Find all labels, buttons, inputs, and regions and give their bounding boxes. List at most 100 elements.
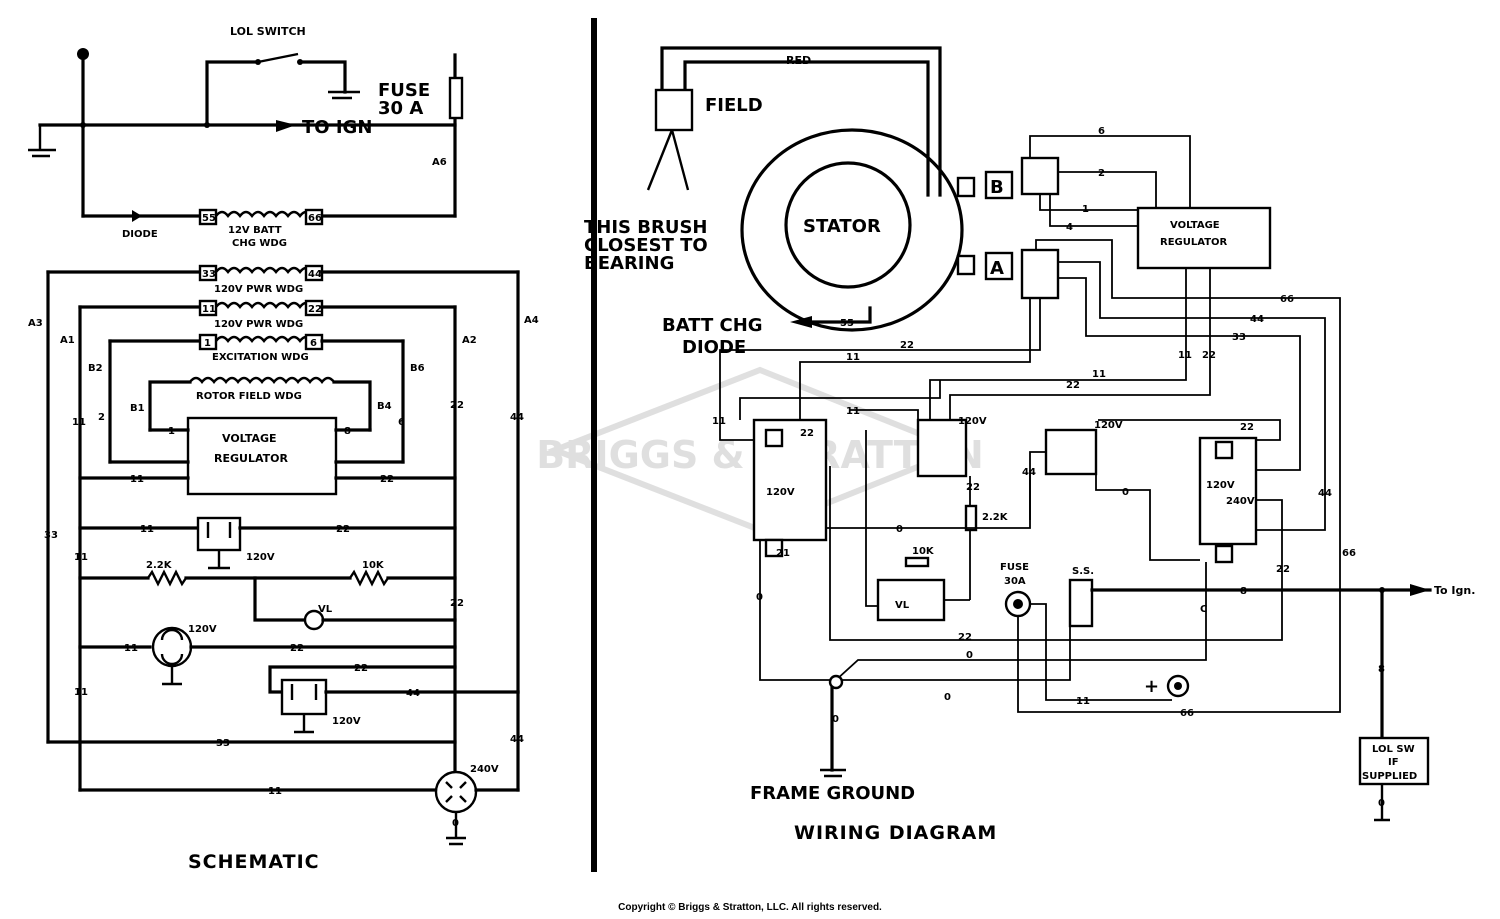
vr-label2: REGULATOR xyxy=(214,452,288,465)
ground-symbol xyxy=(446,812,466,846)
receptacle-240v xyxy=(434,770,478,814)
arrow-icon xyxy=(276,120,296,132)
wire-num: 1 xyxy=(168,426,175,437)
pin-22: 22 xyxy=(308,304,322,315)
batt-chg-wdg-label2: CHG WDG xyxy=(232,238,287,249)
fuse-rating: 30A xyxy=(1004,576,1026,587)
diode-symbol xyxy=(790,316,812,328)
wire-num: 6 xyxy=(398,417,405,428)
fuse-label: FUSE xyxy=(378,80,430,101)
voltage-label: 120V xyxy=(1206,480,1235,491)
wire-num: 11 xyxy=(712,416,726,427)
pwr-wdg-1-label: 120V PWR WDG xyxy=(214,284,303,295)
wire-num: 44 xyxy=(1250,314,1264,325)
voltage-label: 240V xyxy=(470,764,499,775)
vr-label1: VOLTAGE xyxy=(1170,220,1220,231)
rotor-field-label: ROTOR FIELD WDG xyxy=(196,391,302,402)
lol-label-1: LOL SW xyxy=(1372,744,1415,755)
twistlock-120v xyxy=(151,626,193,668)
ground-symbol xyxy=(28,125,56,158)
wire-num: 22 xyxy=(290,643,304,654)
brush-label-3: BEARING xyxy=(584,253,674,274)
plug-a-label: A xyxy=(990,258,1004,279)
resistor-label: 2.2K xyxy=(146,560,173,571)
fuse-rating: 30 A xyxy=(378,98,423,119)
wire-num: C xyxy=(1200,604,1207,615)
ground-symbol xyxy=(208,550,230,570)
plug-b xyxy=(984,170,1014,200)
pin-33: 33 xyxy=(202,269,216,280)
arrow-icon xyxy=(1410,584,1430,596)
wire-num: 22 xyxy=(1202,350,1216,361)
lol-label-2: IF xyxy=(1388,757,1399,768)
fuse-label: FUSE xyxy=(1000,562,1029,573)
receptacle-120v-2 xyxy=(280,678,328,716)
wire-num: 44 xyxy=(510,734,524,745)
wire-num: 8 xyxy=(1378,664,1385,675)
lol-switch-label: LOL SWITCH xyxy=(230,25,306,38)
to-ign-label: TO IGN xyxy=(302,117,372,138)
wire-num: 22 xyxy=(354,663,368,674)
wire-num: 0 xyxy=(1378,798,1385,809)
wiring-title: WIRING DIAGRAM xyxy=(794,822,997,844)
batt-chg-label-2: DIODE xyxy=(682,337,746,358)
wire-num: 11 xyxy=(1076,696,1090,707)
wire-num: 2 xyxy=(1098,168,1105,179)
stop-switch xyxy=(1068,578,1094,628)
lol-label-3: SUPPLIED xyxy=(1362,771,1417,782)
wire-num: 22 xyxy=(800,428,814,439)
plug-b-label: B xyxy=(990,177,1004,198)
receptacle-120v xyxy=(196,516,242,552)
frame-ground-label: FRAME GROUND xyxy=(750,783,915,804)
diode-label: DIODE xyxy=(122,229,158,240)
wire-num: 0 xyxy=(832,714,839,725)
fuse-symbol xyxy=(448,76,464,120)
wire-num: 22 xyxy=(900,340,914,351)
wire-num: 11 xyxy=(846,352,860,363)
wire-num: 11 xyxy=(74,552,88,563)
resistor-label: 10K xyxy=(362,560,385,571)
vr-label2: REGULATOR xyxy=(1160,237,1228,248)
pin-44: 44 xyxy=(308,269,322,280)
wire-num: 0 xyxy=(1122,487,1129,498)
vl-label: VL xyxy=(318,604,333,615)
wire-num: 66 xyxy=(1342,548,1356,559)
wire-num: 22 xyxy=(1240,422,1254,433)
wiring-voltage-regulator xyxy=(1136,206,1272,270)
wire-num: 11 xyxy=(140,524,154,535)
coil-pwr-wdg-2 xyxy=(215,301,313,309)
batt-chg-wdg-label1: 12V BATT xyxy=(228,225,282,236)
voltage-label: 120V xyxy=(1094,420,1123,431)
wire-num: 8 xyxy=(344,426,351,437)
tag-b6: B6 xyxy=(410,363,425,374)
wire-num: 11 xyxy=(72,417,86,428)
schematic-voltage-regulator xyxy=(186,416,338,496)
wire-num: 22 xyxy=(958,632,972,643)
batt-chg-label-1: BATT CHG xyxy=(662,315,763,336)
stator-inner xyxy=(784,161,912,289)
tag-a2: A2 xyxy=(462,335,477,346)
pin-11: 11 xyxy=(202,304,216,315)
ground-symbol xyxy=(328,90,360,100)
voltage-label: 120V xyxy=(766,487,795,498)
voltage-label: 240V xyxy=(1226,496,1255,507)
wire-num: 0 xyxy=(966,650,973,661)
wire-num: 22 xyxy=(380,474,394,485)
tag-a3: A3 xyxy=(28,318,43,329)
pwr-wdg-2-label: 120V PWR WDG xyxy=(214,319,303,330)
receptacle-120v-middle xyxy=(916,418,968,478)
pin-1: 1 xyxy=(204,338,211,349)
wire-num: 22 xyxy=(1066,380,1080,391)
wire-num: 22 xyxy=(966,482,980,493)
wire-num: 0 xyxy=(452,818,459,829)
voltage-label: 120V xyxy=(958,416,987,427)
wire-num: 66 xyxy=(1280,294,1294,305)
wire-num: 0 xyxy=(944,692,951,703)
voltage-label: 120V xyxy=(246,552,275,563)
pin-66: 66 xyxy=(308,213,322,224)
wire-num: 55 xyxy=(840,318,854,329)
field-brush-block xyxy=(654,88,694,132)
ground-symbol xyxy=(162,666,182,686)
wire-num: 22 xyxy=(450,400,464,411)
vl-label: VL xyxy=(895,600,910,611)
